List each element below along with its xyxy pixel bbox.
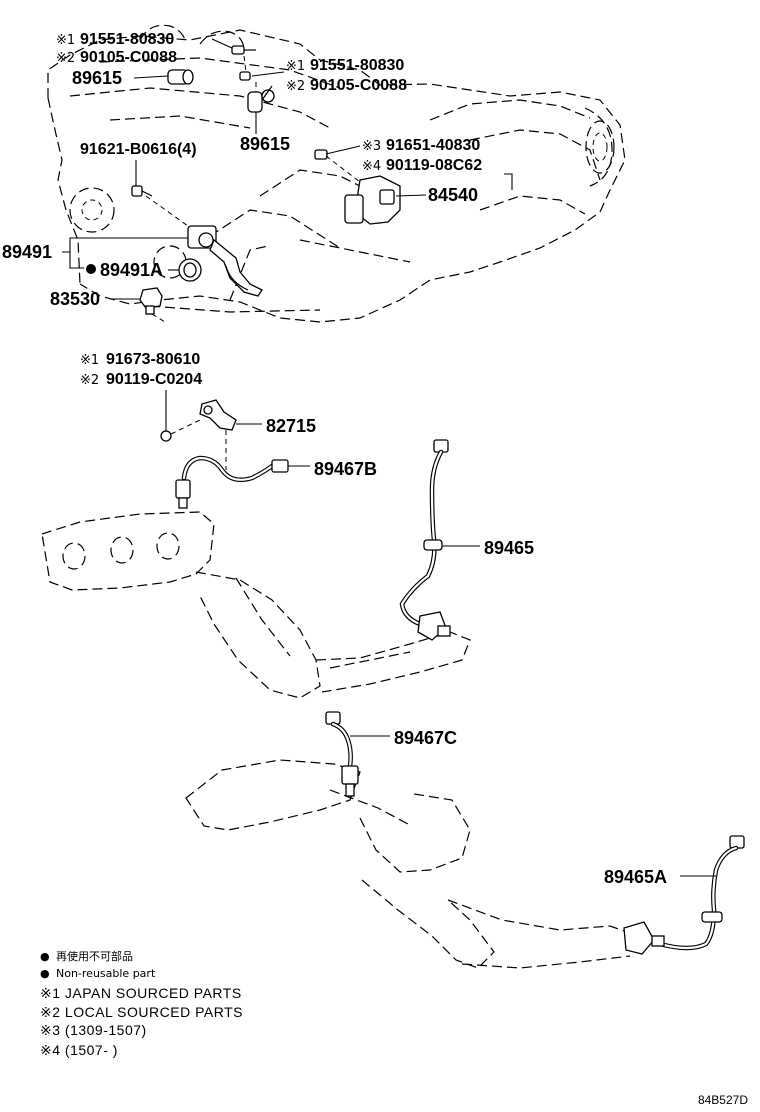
c2-mark: ※2 [56,51,75,66]
callout-c5: ※2 90105-C0088 [286,77,407,94]
legend-dot-1: ● [40,950,50,963]
callout-c20: 89465A [604,867,716,887]
sensor-89467B [175,430,289,509]
c4-mark: ※1 [286,59,305,74]
c8-mark: ※3 [362,139,381,154]
callout-c17: 89467B [288,459,377,479]
callout-c7: 89615 [240,112,290,154]
callout-c8: ※3 91651-40830 [325,137,480,155]
c1-part-number: 91551-80830 [80,31,174,48]
callout-c6: 91621-B0616(4) [80,141,197,186]
c19-part-number: 89467C [394,728,457,748]
legend-local-sourced: ※2 LOCAL SOURCED PARTS [40,1004,243,1020]
c12-part-number: 89491A [100,260,163,280]
c20-part-number: 89465A [604,867,667,887]
diagram-code: 84B527D [698,1093,748,1107]
callout-c12: 89491A [86,260,179,280]
c15-mark: ※2 [80,373,99,388]
callout-c19: 89467C [350,728,457,748]
switch-84540 [344,175,401,225]
switch-83530 [139,287,163,315]
callout-c16: 82715 [236,416,316,436]
c17-part-number: 89467B [314,459,377,479]
legend-japan-sourced: ※1 JAPAN SOURCED PARTS [40,985,242,1001]
c14-mark: ※1 [80,353,99,368]
bracket-82715 [160,399,237,442]
bolt-91651 [314,149,328,160]
c9-part-number: 90119-08C62 [386,157,482,174]
c11-part-number: 89491 [2,242,52,262]
c2-part-number: 90105-C0088 [80,49,177,66]
sensor-89465A [623,835,745,955]
legend-dot-2: ● [40,967,50,980]
callout-c3: 89615 [72,68,169,88]
sensor-89467C [325,711,359,797]
legend-date-range-3: ※3 (1309-1507) [40,1022,147,1038]
exhaust-manifold-rear [185,759,645,969]
sensor-89615-left [167,69,194,85]
callout-c9: ※4 90119-08C62 [362,157,513,190]
bolt-91621 [131,185,153,197]
c14-part-number: 91673-80610 [106,351,200,368]
c5-mark: ※2 [286,79,305,94]
c16-part-number: 82715 [266,416,316,436]
callout-c2: ※2 90105-C0088 [56,49,177,66]
callout-c13: 83530 [50,289,140,309]
exhaust-manifold-front [41,511,471,699]
sensor-89491 [187,225,263,297]
legend-non-reusable-jp: 再使用不可部品 [56,949,133,963]
c13-part-number: 83530 [50,289,100,309]
c6-part-number: 91621-B0616(4) [80,141,197,158]
c4-part-number: 91551-80830 [310,57,404,74]
bolt-91551-left [231,45,256,55]
legend-non-reusable-en: Non-reusable part [56,967,156,980]
oring-89491A [178,258,202,282]
c10-part-number: 84540 [428,185,478,205]
c8-part-number: 91651-40830 [386,137,480,154]
callout-c11: 89491 [2,237,188,269]
callout-c18: 89465 [442,538,534,558]
callout-c15: ※2 90119-C0204 [80,371,202,432]
sensor-89615-right [239,71,275,113]
callout-c4: ※1 91551-80830 [251,57,404,77]
legend-date-range-4: ※4 (1507- ) [40,1042,118,1058]
c7-part-number: 89615 [240,134,290,154]
c18-part-number: 89465 [484,538,534,558]
c5-part-number: 90105-C0088 [310,77,407,94]
sensor-89465 [399,439,451,641]
c9-mark: ※4 [362,159,381,174]
c3-part-number: 89615 [72,68,122,88]
c15-part-number: 90119-C0204 [106,371,202,388]
install-lines-engine [145,55,361,323]
legend: ● 再使用不可部品 ● Non-reusable part ※1 JAPAN S… [40,949,243,1058]
callout-c1: ※1 91551-80830 [56,31,233,49]
callout-c10: 84540 [395,185,478,205]
callout-c14: ※1 91673-80610 [80,351,200,368]
c1-mark: ※1 [56,33,75,48]
